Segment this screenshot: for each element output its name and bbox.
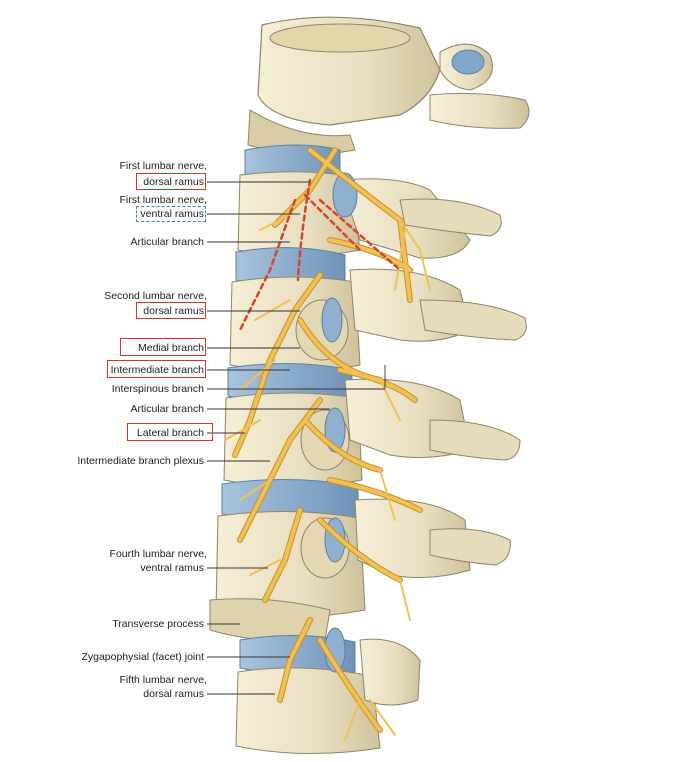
label-articular-branch-lower: Articular branch: [130, 403, 204, 415]
label-fourth-lumbar-line2: ventral ramus: [140, 562, 204, 574]
label-first-lumbar-ventral-line1: First lumbar nerve,: [119, 194, 207, 206]
vertebra-l5: [209, 498, 511, 642]
label-fourth-lumbar-line1: Fourth lumbar nerve,: [109, 548, 207, 560]
highlight-box-lateral-branch: [127, 423, 213, 441]
label-zygapophysial-joint: Zygapophysial (facet) joint: [81, 651, 204, 663]
dashed-box-first-ventral-ramus: [136, 206, 206, 222]
highlight-box-medial-branch: [120, 338, 206, 356]
label-intermediate-branch-plexus: Intermediate branch plexus: [77, 455, 204, 467]
vertebra-l1: [247, 16, 530, 155]
vertebra-l2: [237, 171, 502, 259]
highlight-box-second-dorsal-ramus: [136, 302, 206, 319]
sacrum: [235, 627, 421, 755]
label-first-lumbar-ventral-line2: ventral ramus: [140, 208, 204, 220]
label-second-lumbar-line1: Second lumbar nerve,: [104, 290, 207, 302]
label-fifth-lumbar-line2: dorsal ramus: [143, 688, 204, 700]
label-first-lumbar-dorsal-line1: First lumbar nerve,: [119, 160, 207, 172]
label-lateral-branch: Lateral branch: [136, 427, 204, 439]
vertebra-l3: [229, 268, 527, 372]
label-second-lumbar-line2: dorsal ramus: [143, 305, 204, 317]
label-first-lumbar-dorsal-line2: dorsal ramus: [143, 176, 204, 188]
label-articular-branch-upper: Articular branch: [130, 236, 204, 248]
highlight-box-intermediate-branch: [107, 360, 206, 378]
leader-lines: [207, 181, 386, 695]
label-interspinous-branch: Interspinous branch: [111, 383, 204, 395]
nerve-branches: [224, 147, 431, 741]
label-intermediate-branch: Intermediate branch: [110, 364, 204, 376]
label-medial-branch: Medial branch: [138, 342, 204, 354]
highlight-box-first-dorsal-ramus: [136, 173, 206, 190]
label-transverse-process: Transverse process: [112, 618, 204, 630]
label-fifth-lumbar-line1: Fifth lumbar nerve,: [119, 674, 207, 686]
